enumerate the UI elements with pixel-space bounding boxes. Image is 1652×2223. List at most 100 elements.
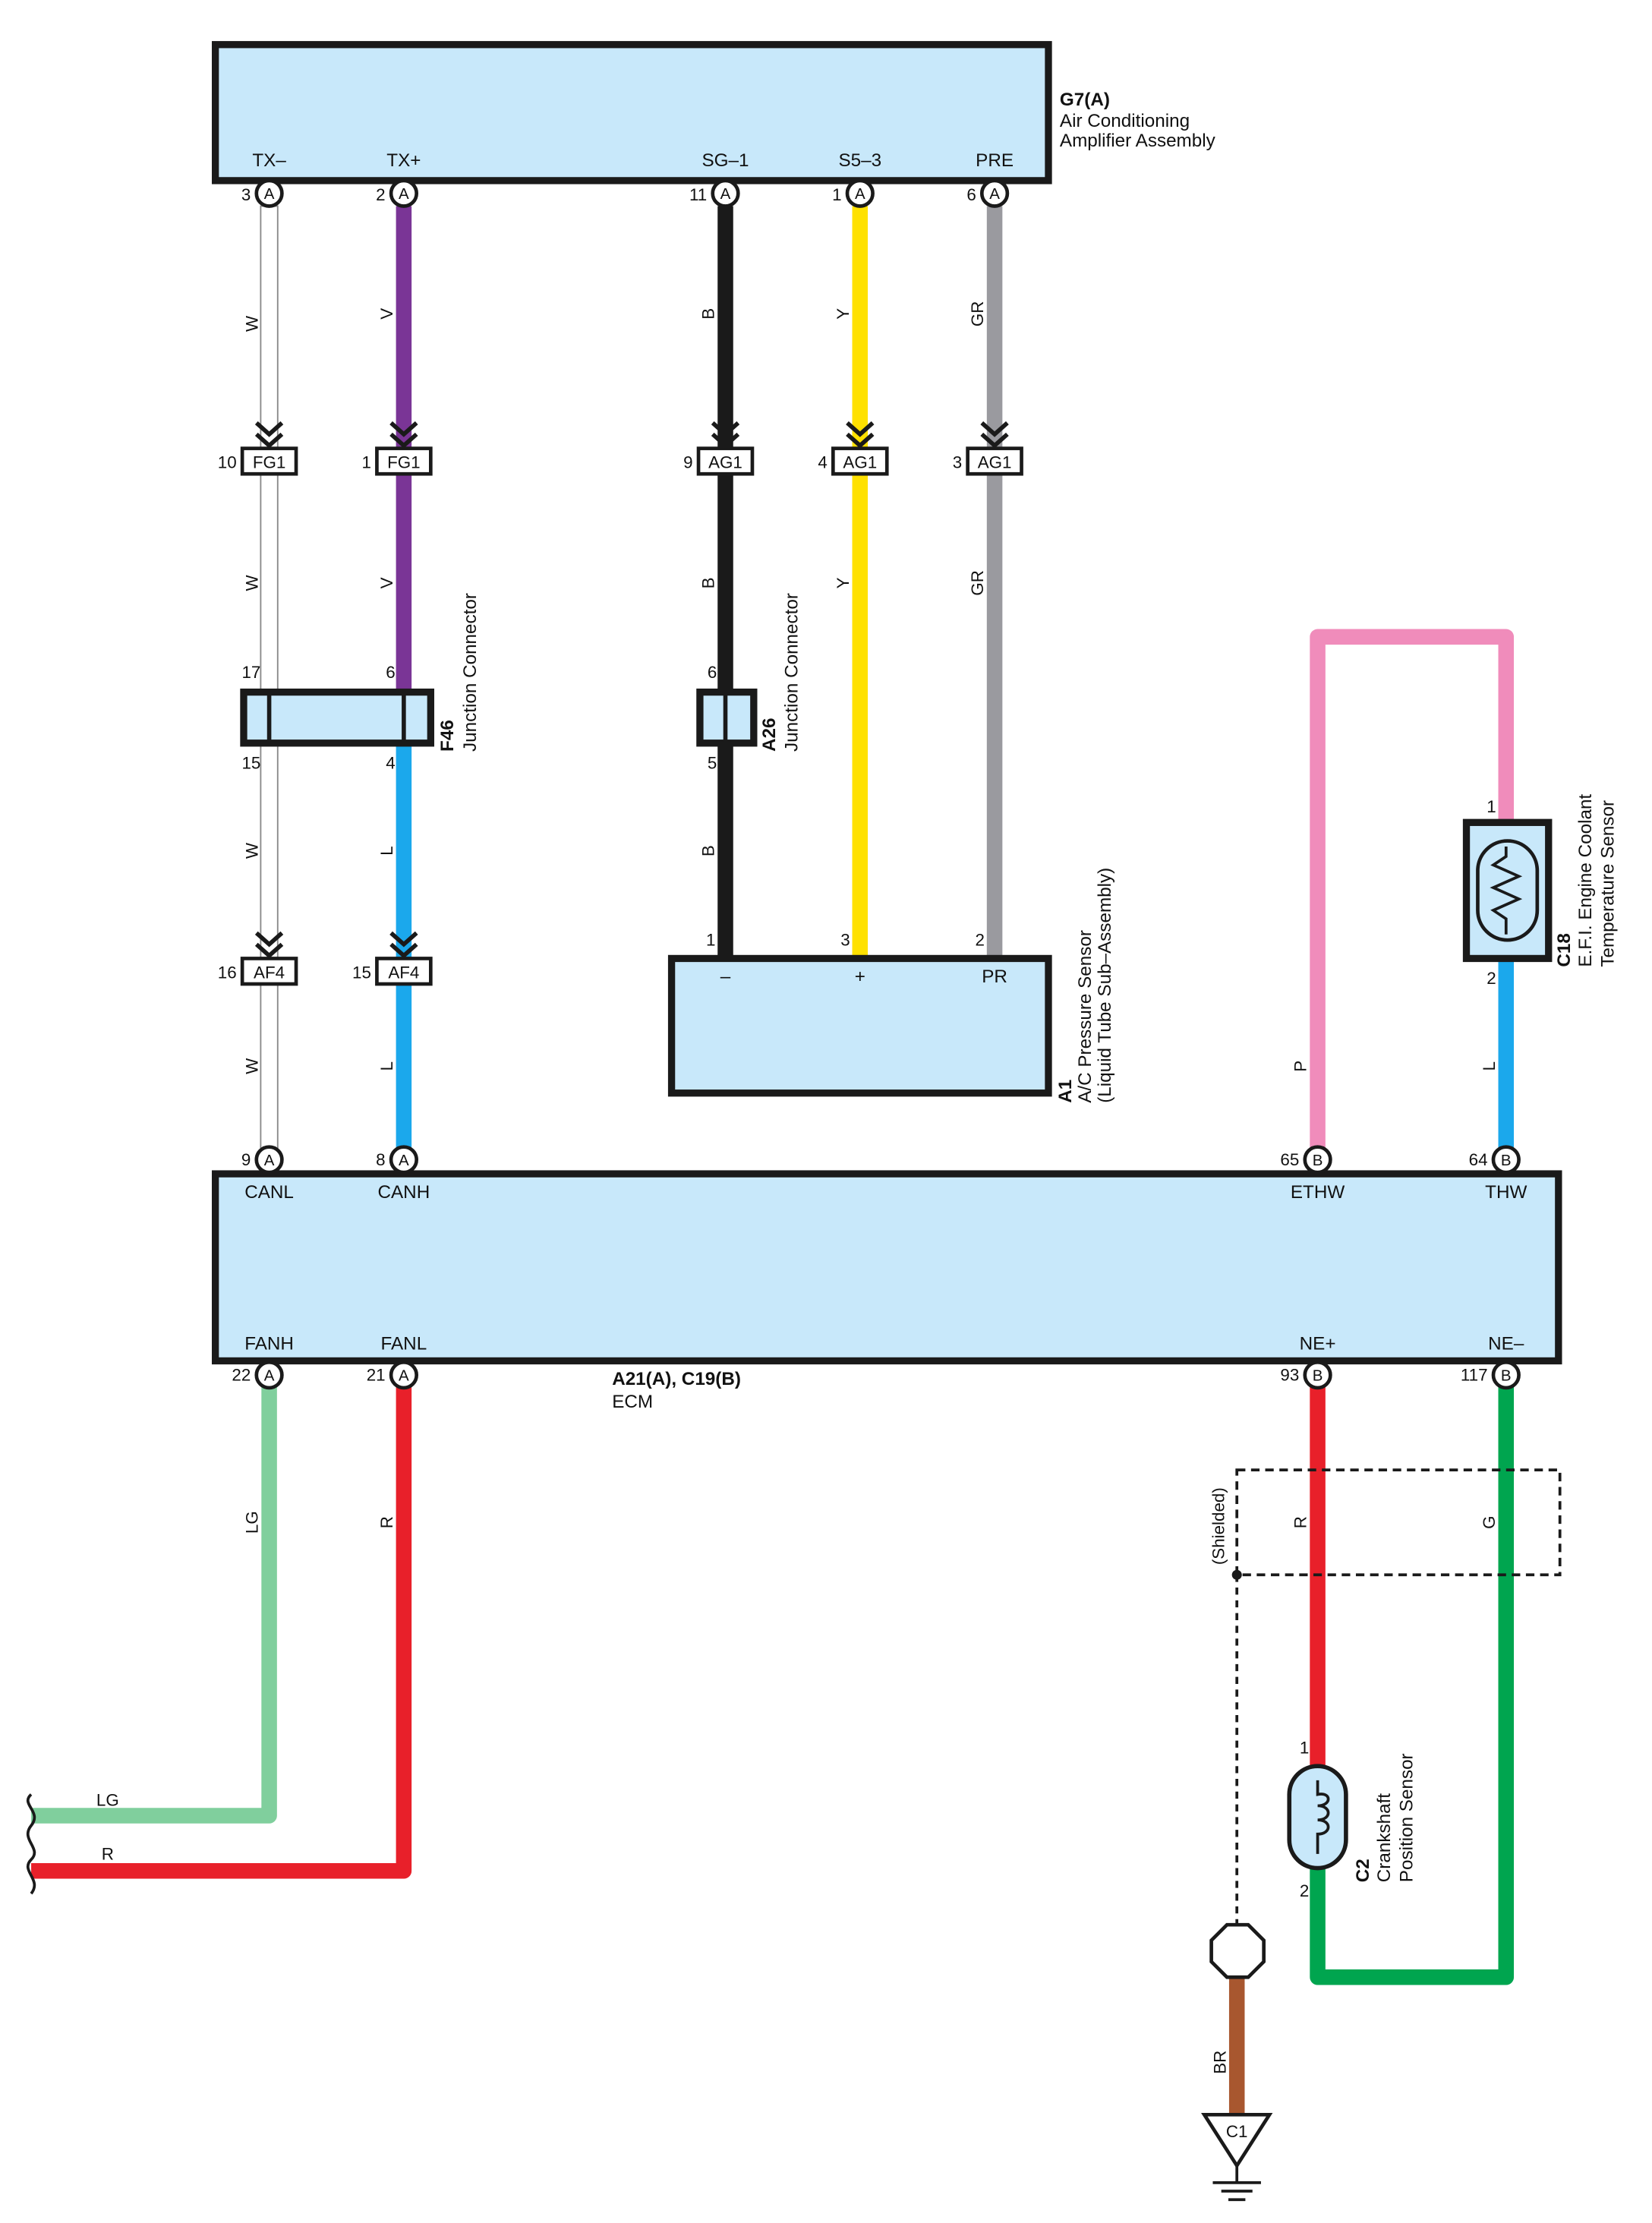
ecm-pin-canh: CANH: [378, 1182, 430, 1203]
g7-pin-num: 3: [241, 185, 251, 204]
inline-connector-label: AG1: [978, 453, 1012, 472]
g7-id: G7(A): [1060, 90, 1110, 110]
ecm-pin-num: 65: [1280, 1150, 1299, 1169]
ecm-pin-ne-minus: NE–: [1488, 1334, 1524, 1354]
wire-label: W: [243, 574, 262, 591]
wire-label: B: [699, 308, 718, 320]
g7-pin-pre: PRE: [976, 150, 1014, 171]
pin-connector-circle: [389, 1360, 418, 1390]
wire-label: W: [243, 1058, 262, 1074]
connector-arrow-icon: [254, 931, 284, 948]
wire-label: R: [1291, 1516, 1310, 1528]
wire-label: L: [377, 846, 396, 855]
wire-label: LG: [243, 1511, 262, 1534]
connector-arrow-icon: [389, 421, 418, 437]
a26-name: Junction Connector: [782, 593, 802, 752]
c18-pin-num: 1: [1486, 797, 1496, 816]
wire-label: L: [377, 1061, 396, 1071]
inline-connector-pin-num: 3: [953, 453, 962, 472]
wire-label: V: [377, 308, 396, 320]
inline-connector-label: AG1: [843, 453, 877, 472]
a1-pin-num: 2: [976, 931, 985, 950]
pin-connector-letter: A: [399, 1367, 409, 1385]
inline-connector-pin-num: 9: [683, 453, 692, 472]
pin-connector-circle: [254, 1145, 284, 1175]
pin-connector-circle: [845, 178, 875, 208]
connector-arrow-icon: [980, 432, 1009, 449]
wire-label: R: [102, 1844, 114, 1863]
g7-pin-s53: S5–3: [838, 150, 881, 171]
inline-connector-box: [375, 957, 433, 986]
pin-connector-letter: B: [1313, 1367, 1323, 1385]
connector-arrow-icon: [846, 421, 875, 437]
f46-pin-num: 6: [386, 663, 395, 682]
ecm-pin-num: 22: [232, 1366, 251, 1385]
f46-pin-num: 4: [386, 753, 395, 772]
wire-label: BR: [1210, 2051, 1229, 2074]
c2-name-line2: Position Sensor: [1397, 1753, 1417, 1882]
pin-connector-letter: A: [989, 185, 1000, 203]
f46-pin-num: 15: [241, 753, 260, 772]
c18-pin-num: 2: [1486, 969, 1496, 988]
inline-connector-label: FG1: [253, 453, 286, 472]
ecm-pin-num: 117: [1461, 1366, 1488, 1385]
wire-label: GR: [968, 301, 987, 327]
ground-c1: C1: [1201, 2112, 1273, 2202]
f46-pin-num: 17: [241, 663, 260, 682]
pin-connector-circle: [389, 178, 418, 208]
wire-label: L: [1480, 1061, 1499, 1071]
pin-connector-letter: A: [264, 185, 275, 203]
inline-connector-pin-num: 15: [352, 963, 371, 982]
wire-white-canl: [260, 205, 279, 1164]
ecm-pin-num: 64: [1469, 1150, 1488, 1169]
c2-pin-num: 2: [1300, 1881, 1309, 1900]
inline-connector-label: AF4: [254, 963, 285, 982]
inline-connector-box: [696, 446, 755, 476]
a1-pressure-sensor: [667, 954, 1052, 1097]
a26-junction-connector: [696, 688, 758, 747]
wire-label: G: [1480, 1515, 1499, 1528]
c2-pin-num: 1: [1300, 1738, 1309, 1757]
g7-name-line2: Amplifier Assembly: [1060, 131, 1216, 151]
inline-connector-box: [240, 446, 298, 476]
ecm-pin-ethw: ETHW: [1291, 1182, 1345, 1203]
inline-connector-pin-num: 4: [818, 453, 827, 472]
inline-connector-label: AF4: [388, 963, 419, 982]
shield-splice-octagon: [1209, 1922, 1266, 1979]
inline-connector-label: AG1: [708, 453, 742, 472]
ecm-id: A21(A), C19(B): [612, 1369, 741, 1389]
a26-pin-num: 6: [708, 663, 717, 682]
wire-color-labels: W V B Y GR W V B Y GR W L B W L P L LG R…: [96, 301, 1499, 2074]
g7-pin-tx-minus: TX–: [252, 150, 286, 171]
inline-connector-label: FG1: [387, 453, 421, 472]
ecm-pin-num: 8: [376, 1150, 385, 1169]
g7-pin-num: 1: [832, 185, 841, 204]
ecm-pin-ne-plus: NE+: [1300, 1334, 1336, 1354]
ecm-pin-num: 93: [1280, 1366, 1299, 1385]
inline-connector-pin-num: 10: [218, 453, 237, 472]
a26-pin-num: 5: [708, 753, 717, 772]
a1-pin-minus: –: [720, 966, 731, 987]
wire-label: R: [377, 1516, 396, 1528]
f46-junction-connector: [240, 688, 434, 747]
ecm-pin-num: 9: [241, 1150, 251, 1169]
connector-arrow-icon: [254, 432, 284, 449]
pin-connector-circle: [389, 1145, 418, 1175]
pin-connector-letter: A: [399, 185, 409, 203]
a1-name-line2: (Liquid Tube Sub–Assembly): [1095, 868, 1115, 1103]
a1-pin-plus: +: [855, 966, 865, 987]
pin-connector-letter: B: [1501, 1152, 1512, 1169]
connector-arrow-icon: [389, 942, 418, 959]
inline-connector-box: [240, 957, 298, 986]
c2-name-line1: Crankshaft: [1374, 1793, 1395, 1883]
wire-green: [1310, 1382, 1515, 1985]
connector-arrow-icon: [846, 432, 875, 449]
inline-connector-box: [375, 446, 433, 476]
c18-name-line2: Temperature Sensor: [1598, 800, 1619, 967]
f46-name: Junction Connector: [460, 593, 481, 752]
pin-connector-letter: A: [264, 1152, 275, 1169]
inline-connector-pin-num: 1: [361, 453, 370, 472]
g7-name-line1: Air Conditioning: [1060, 111, 1190, 131]
